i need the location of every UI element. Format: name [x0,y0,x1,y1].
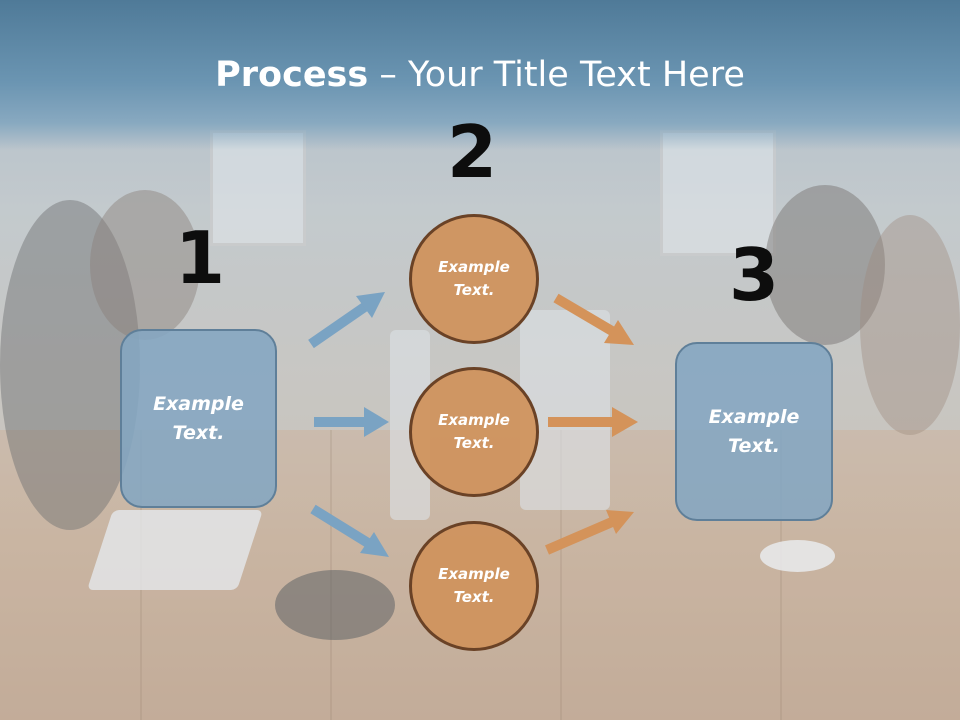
process-box-start: Example Text. [120,329,277,508]
background-person [765,185,885,345]
process-circle-bottom-label: Example Text. [438,565,510,606]
background-headphones [275,570,395,640]
table-plank-line [560,430,562,720]
step-number-3: 3 [728,233,780,317]
step-number-2: 2 [446,110,498,194]
title-rest-part: – Your Title Text Here [368,55,745,95]
process-circle-middle-label: Example Text. [438,411,510,452]
arrow-top-to-right [553,293,634,345]
slide-title: Process – Your Title Text Here [0,52,960,98]
process-circle-bottom: Example Text. [409,521,539,651]
title-band [0,0,960,150]
background-person [860,215,960,435]
process-circle-middle: Example Text. [409,367,539,497]
process-circle-top-label: Example Text. [438,258,510,299]
arrow-left-to-middle [314,407,389,437]
arrow-left-to-bottom [310,504,389,557]
background-mouse [760,540,835,572]
process-box-start-label: Example Text. [153,392,244,444]
arrow-left-to-top [308,292,385,349]
table-plank-line [780,430,782,720]
step-number-1: 1 [174,216,226,300]
background-person [0,200,140,530]
background-person [90,190,200,340]
title-bold-part: Process [215,55,369,95]
process-box-end-label: Example Text. [708,405,800,457]
process-circle-top: Example Text. [409,214,539,344]
arrow-bottom-to-right [545,510,634,555]
arrow-middle-to-right [548,407,638,437]
process-box-end: Example Text. [675,342,833,521]
